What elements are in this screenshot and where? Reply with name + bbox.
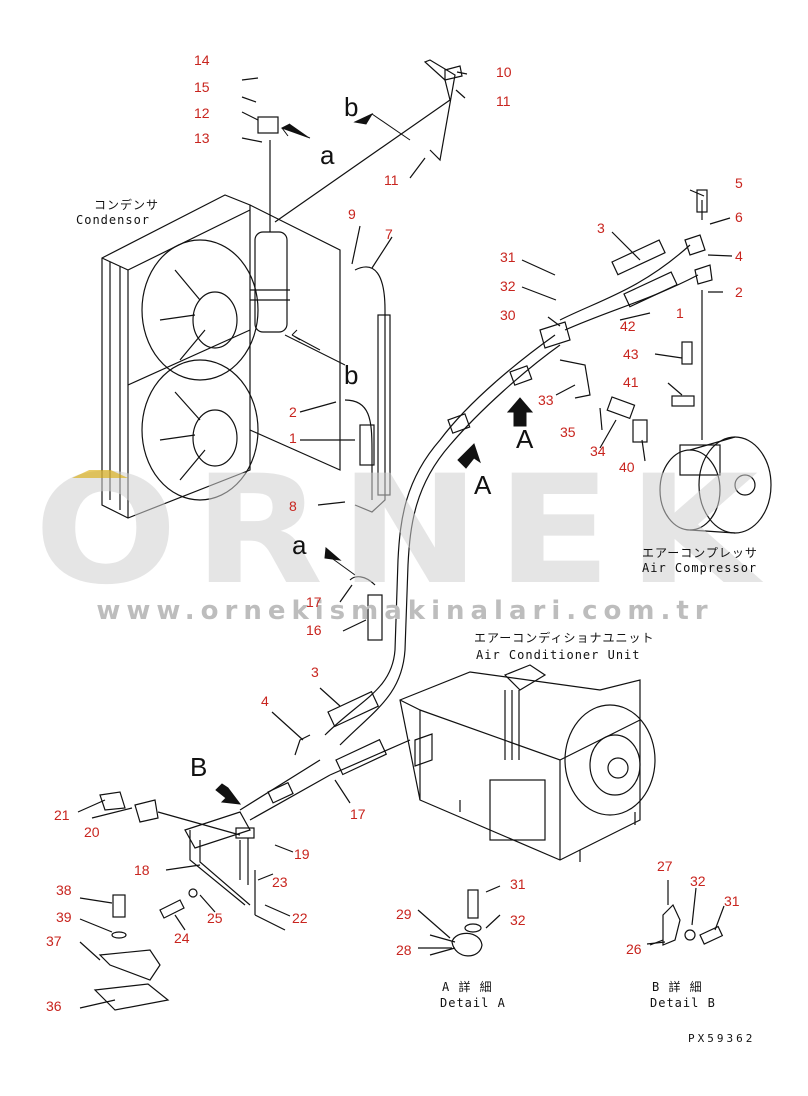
part-number-2-right: 2 [735, 284, 743, 300]
part-number-1-right: 1 [676, 305, 684, 321]
part-number-15: 15 [194, 79, 210, 95]
condensor-assembly [101, 116, 341, 519]
part-number-36: 36 [46, 998, 62, 1014]
part-number-25: 25 [207, 910, 223, 926]
part-number-10: 10 [496, 64, 512, 80]
part-number-4-right: 4 [735, 248, 743, 264]
part-number-31-top: 31 [500, 249, 516, 265]
view-letter-A-2: A [474, 470, 492, 500]
part-number-22: 22 [292, 910, 308, 926]
part-number-27: 27 [657, 858, 673, 874]
detail-a-label-jp: A 詳 細 [442, 980, 493, 994]
part-number-21: 21 [54, 807, 70, 823]
detail-b-label-jp: B 詳 細 [652, 980, 703, 994]
part-number-34: 34 [590, 443, 606, 459]
watermark-url: www.ornekismakinalari.com.tr [96, 596, 714, 626]
part-number-9: 9 [348, 206, 356, 222]
ac-unit-label-jp: エアーコンディショナユニット [474, 631, 655, 645]
part-number-39: 39 [56, 909, 72, 925]
view-letter-B: B [190, 752, 208, 782]
air-conditioner-unit [399, 664, 656, 862]
part-number-3-top: 3 [597, 220, 605, 236]
part-number-24: 24 [174, 930, 190, 946]
part-number-2-left: 2 [289, 404, 297, 420]
part-number-40: 40 [619, 459, 635, 475]
part-number-3-bottom: 3 [311, 664, 319, 680]
part-number-19: 19 [294, 846, 310, 862]
view-letter-b-mid: b [344, 360, 359, 390]
part-number-26: 26 [626, 941, 642, 957]
part-number-1-left: 1 [289, 430, 297, 446]
part-number-11-top: 11 [496, 93, 511, 109]
part-number-42: 42 [620, 318, 636, 334]
drawing-code: PX59362 [688, 1032, 756, 1045]
part-number-41: 41 [623, 374, 639, 390]
view-letter-a-mid: a [292, 530, 307, 560]
part-number-14: 14 [194, 52, 210, 68]
part-number-32-top: 32 [500, 278, 516, 294]
ac-unit-label-en: Air Conditioner Unit [476, 648, 641, 662]
detail-a-label-en: Detail A [440, 996, 506, 1010]
part-number-32-detail-b: 32 [690, 873, 706, 889]
part-number-32-detail-a: 32 [510, 912, 526, 928]
detail-b-label-en: Detail B [650, 996, 716, 1010]
part-number-28: 28 [396, 942, 412, 958]
part-number-33: 33 [538, 392, 554, 408]
part-number-8: 8 [289, 498, 297, 514]
part-number-18: 18 [134, 862, 150, 878]
air-compressor [659, 436, 772, 534]
part-number-13: 13 [194, 130, 210, 146]
part-number-12: 12 [194, 105, 210, 121]
part-number-23: 23 [272, 874, 288, 890]
compressor-label-en: Air Compressor [642, 561, 758, 575]
view-letter-b-top: b [344, 92, 359, 122]
part-number-16: 16 [306, 622, 322, 638]
part-number-38: 38 [56, 882, 72, 898]
part-number-31-detail-a: 31 [510, 876, 526, 892]
part-number-30: 30 [500, 307, 516, 323]
view-letter-a-top: a [320, 140, 335, 170]
part-number-37: 37 [46, 933, 62, 949]
part-number-17-bottom: 17 [350, 806, 366, 822]
part-number-6: 6 [735, 209, 743, 225]
condensor-label-en: Condensor [76, 213, 151, 227]
detail-b-drawing [649, 903, 724, 946]
view-letter-A-1: A [516, 424, 534, 454]
part-number-4-bottom: 4 [261, 693, 269, 709]
part-number-11-mid: 11 [384, 172, 399, 188]
condensor-label-jp: コンデンサ [94, 198, 160, 212]
part-number-20: 20 [84, 824, 100, 840]
part-number-29: 29 [396, 906, 412, 922]
part-number-17-top: 17 [306, 594, 322, 610]
detail-a-drawing [429, 889, 483, 957]
compressor-label-jp: エアーコンプレッサ [642, 546, 758, 560]
part-number-35: 35 [560, 424, 576, 440]
part-number-5: 5 [735, 175, 743, 191]
part-number-31-detail-b: 31 [724, 893, 740, 909]
part-number-7: 7 [385, 226, 393, 242]
part-number-43: 43 [623, 346, 639, 362]
